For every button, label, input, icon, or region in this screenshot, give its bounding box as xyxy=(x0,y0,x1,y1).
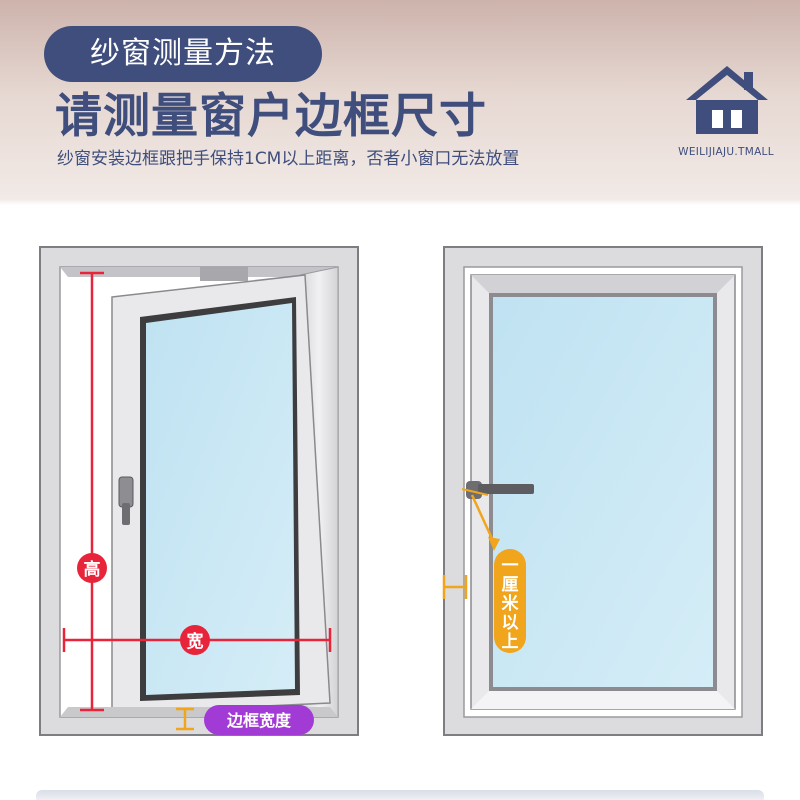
right-window-handle xyxy=(466,481,534,499)
gap-label-char-3: 米 xyxy=(502,593,520,614)
height-label-badge xyxy=(77,553,107,583)
frame-width-badge xyxy=(204,705,314,735)
page-subtitle: 纱窗安装边框跟把手保持1CM以上距离，否者小窗口无法放置 xyxy=(57,149,520,169)
gap-label-char-1: 一 xyxy=(502,556,519,576)
height-label: 高 xyxy=(84,559,101,580)
gap-label-char-5: 上 xyxy=(502,632,519,652)
right-window xyxy=(443,246,763,736)
left-window xyxy=(39,246,359,736)
frame-width-label: 边框宽度 xyxy=(226,711,292,730)
house-icon xyxy=(686,66,768,134)
window-measurement-diagram: 高 宽 边框宽度 一 厘 xyxy=(39,246,763,736)
gap-label-char-2: 厘 xyxy=(502,575,519,595)
width-label: 宽 xyxy=(187,631,204,652)
handle-gap-arrow xyxy=(461,488,500,551)
brand-name: WEILIJIAJU.TMALL xyxy=(678,146,774,158)
method-pill: 纱窗测量方法 xyxy=(44,26,322,82)
page-title: 请测量窗户边框尺寸 xyxy=(55,89,487,144)
height-measure-line xyxy=(80,271,104,712)
bottom-section-edge xyxy=(36,790,764,800)
left-window-handle xyxy=(118,476,134,525)
gap-indicator xyxy=(442,575,468,599)
frame-width-marker xyxy=(176,707,194,731)
header-banner: 纱窗测量方法 请测量窗户边框尺寸 纱窗安装边框跟把手保持1CM以上距离，否者小窗… xyxy=(0,0,800,205)
gap-label-badge xyxy=(494,549,526,653)
width-label-badge xyxy=(180,625,210,655)
gap-label-char-4: 以 xyxy=(502,613,519,633)
sash-glass xyxy=(146,303,295,695)
